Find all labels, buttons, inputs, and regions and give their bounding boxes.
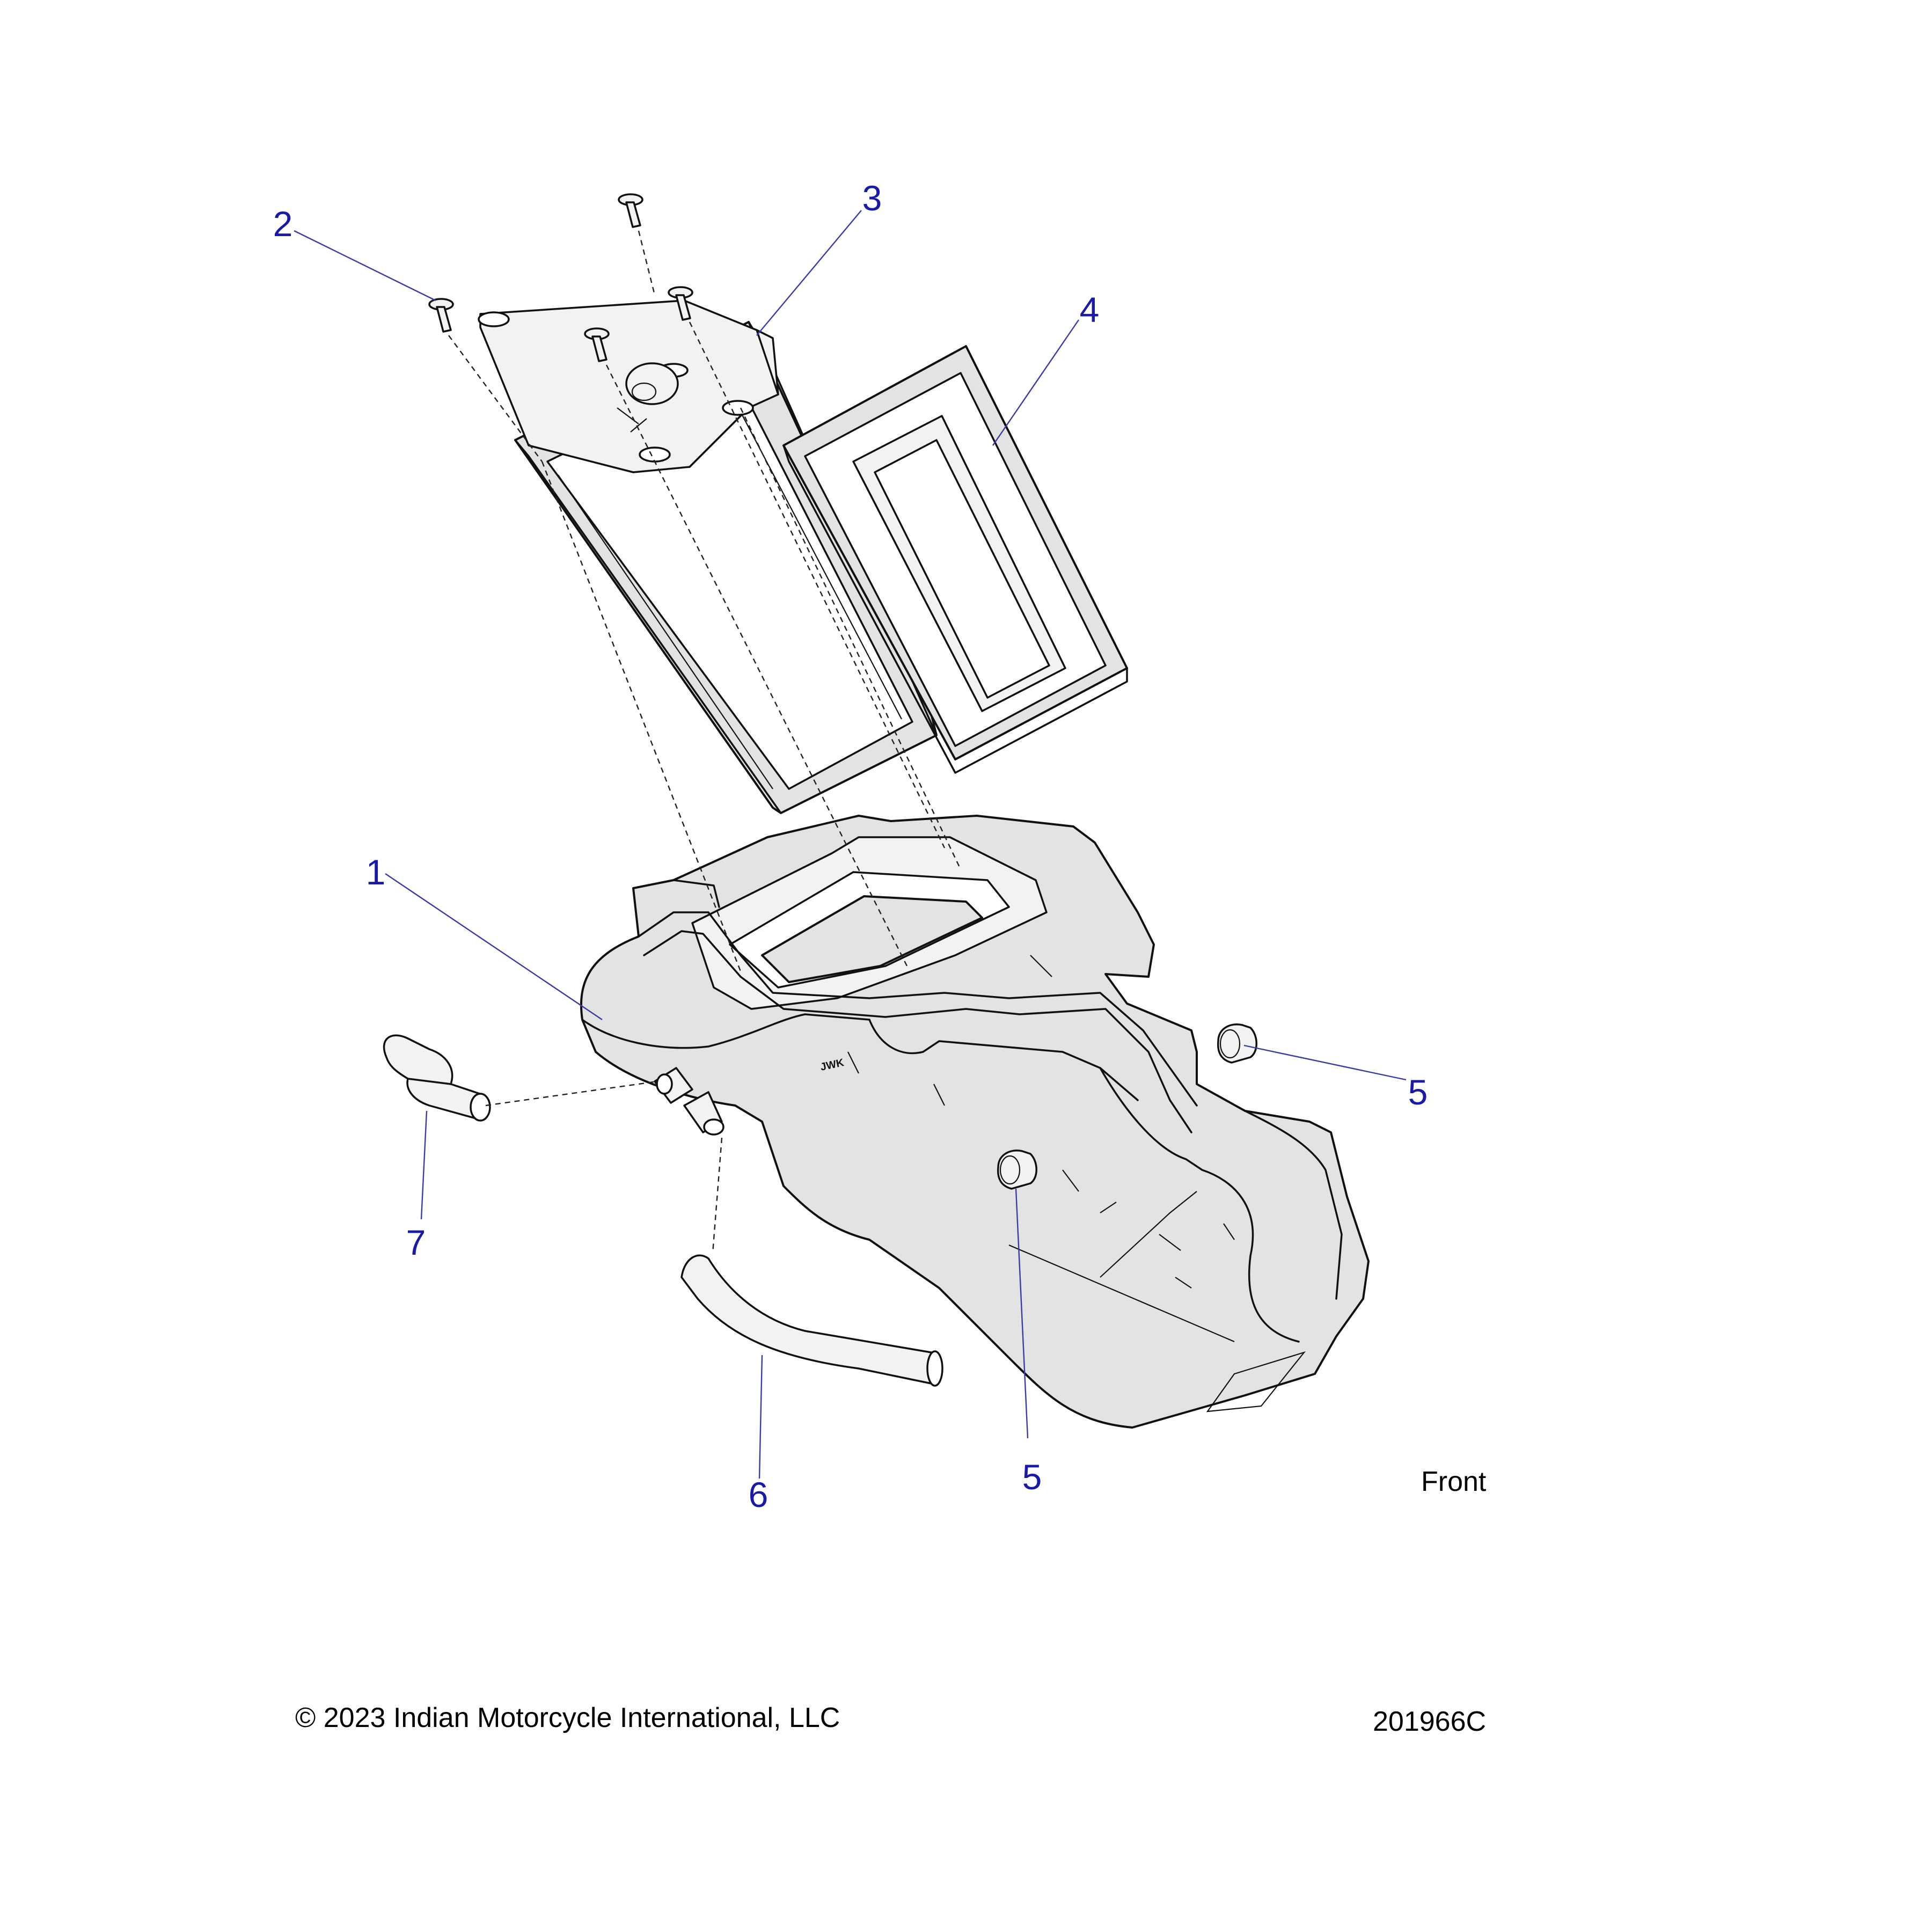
front-direction-label: Front — [1421, 1466, 1487, 1497]
part-3-cover-frame — [478, 299, 938, 814]
screw-1 — [428, 298, 454, 333]
part-5-bumper-left — [997, 1150, 1037, 1190]
part-2-screws — [428, 193, 693, 362]
callout-3: 3 — [862, 178, 882, 218]
callout-6: 6 — [749, 1475, 769, 1514]
screw-2 — [618, 193, 643, 228]
copyright-notice: © 2023 Indian Motorcycle International, … — [295, 1702, 840, 1733]
callout-5-right: 5 — [1408, 1072, 1428, 1112]
part-1-air-box-housing: JWK — [580, 815, 1370, 1429]
part-7-elbow-hose — [383, 1034, 491, 1122]
callout-2: 2 — [273, 204, 293, 244]
callout-4: 4 — [1080, 290, 1100, 330]
housing-spigots — [654, 1067, 724, 1136]
assembly-lines — [448, 230, 962, 1254]
drawing-number: 201966C — [1373, 1706, 1486, 1737]
screw-4 — [584, 327, 610, 362]
screw-3 — [668, 286, 693, 321]
callout-7: 7 — [406, 1223, 426, 1262]
part-5-bumper-right — [1217, 1023, 1257, 1064]
callout-1: 1 — [366, 852, 386, 892]
callout-5-bottom: 5 — [1022, 1457, 1042, 1497]
leader-lines — [294, 210, 1407, 1479]
part-4-air-filter — [782, 345, 1128, 774]
part-6-curved-hose — [680, 1254, 943, 1387]
